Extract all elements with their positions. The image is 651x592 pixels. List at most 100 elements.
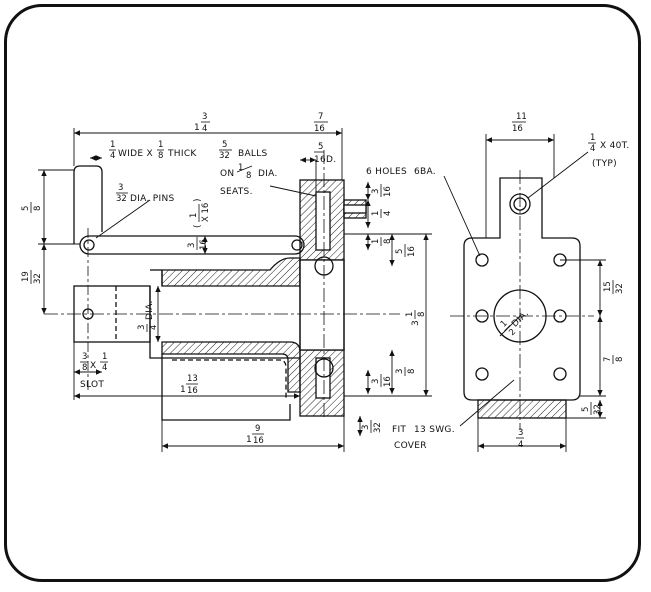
bolt-hole-5 xyxy=(475,367,489,381)
note-thick: THICK xyxy=(167,149,197,159)
svg-text:1: 1 xyxy=(499,319,510,330)
svg-text:7: 7 xyxy=(318,112,323,122)
svg-text:32: 32 xyxy=(593,404,603,415)
svg-text:16: 16 xyxy=(314,124,325,134)
svg-text:8: 8 xyxy=(407,369,417,374)
lever-pin-left xyxy=(83,239,95,251)
bolt-hole-1 xyxy=(475,253,489,267)
note-6ba: 6BA. xyxy=(414,167,436,177)
body-top-hatch xyxy=(161,257,301,287)
svg-text:4: 4 xyxy=(202,124,207,134)
svg-text:5: 5 xyxy=(318,142,323,152)
note-bore-dia: DIA. xyxy=(145,300,155,320)
svg-text:3: 3 xyxy=(82,352,87,362)
svg-text:2: 2 xyxy=(507,327,518,338)
svg-text:3: 3 xyxy=(137,325,147,330)
svg-text:3: 3 xyxy=(371,189,381,194)
svg-text:3: 3 xyxy=(371,379,381,384)
svg-text:13: 13 xyxy=(187,374,198,384)
svg-text:): ) xyxy=(193,198,203,202)
svg-text:4: 4 xyxy=(149,325,159,330)
body-bottom-hatch xyxy=(161,341,301,393)
svg-text:9: 9 xyxy=(255,424,260,434)
svg-text:5: 5 xyxy=(395,249,405,254)
side-base xyxy=(477,399,567,419)
svg-text:16: 16 xyxy=(383,376,393,387)
svg-text:7: 7 xyxy=(603,357,613,362)
svg-text:1: 1 xyxy=(110,140,115,150)
svg-text:32: 32 xyxy=(33,273,43,284)
pin-rod xyxy=(73,165,103,244)
note-dia: DIA. xyxy=(258,169,278,179)
svg-text:1: 1 xyxy=(158,140,163,150)
note-six-holes: 6 HOLES xyxy=(366,167,407,177)
svg-text:8: 8 xyxy=(33,206,43,211)
svg-text:16: 16 xyxy=(512,124,523,134)
svg-text:11: 11 xyxy=(516,112,527,122)
note-on: ON xyxy=(220,169,234,179)
svg-text:1: 1 xyxy=(246,435,252,445)
side-view xyxy=(450,170,594,430)
svg-text:3: 3 xyxy=(202,112,207,122)
svg-text:8: 8 xyxy=(158,151,163,161)
side-plate xyxy=(463,177,581,401)
svg-text:4: 4 xyxy=(383,211,393,216)
svg-text:8: 8 xyxy=(615,357,625,362)
svg-text:19: 19 xyxy=(21,271,31,282)
svg-text:1: 1 xyxy=(405,312,415,317)
bolt-hole-6 xyxy=(553,367,567,381)
note-slot: SLOT xyxy=(80,380,104,390)
svg-text:8: 8 xyxy=(383,239,393,244)
svg-text:16: 16 xyxy=(187,386,198,396)
svg-text:5: 5 xyxy=(222,140,227,150)
note-typ: (TYP) xyxy=(592,159,617,169)
note-seats: SEATS. xyxy=(220,187,253,197)
svg-text:8: 8 xyxy=(417,312,427,317)
side-dimensions xyxy=(443,134,606,452)
svg-text:4: 4 xyxy=(518,440,523,450)
svg-text:5: 5 xyxy=(581,407,591,412)
svg-text:1: 1 xyxy=(238,163,243,173)
svg-text:1: 1 xyxy=(371,239,381,244)
note-cover: COVER xyxy=(394,441,427,451)
svg-text:3: 3 xyxy=(411,320,421,326)
svg-text:32: 32 xyxy=(615,283,625,294)
svg-text:3: 3 xyxy=(118,183,123,193)
svg-text:X 16: X 16 xyxy=(201,203,211,222)
svg-text:8: 8 xyxy=(82,363,87,373)
section-view xyxy=(44,150,400,421)
note-swg: 13 SWG. xyxy=(414,425,455,435)
svg-text:3: 3 xyxy=(187,243,197,248)
svg-text:3: 3 xyxy=(395,369,405,374)
svg-text:8: 8 xyxy=(246,171,251,181)
dim-overall-whole: 1 xyxy=(194,123,200,133)
note-fit: FIT xyxy=(392,425,406,435)
svg-text:32: 32 xyxy=(116,194,127,204)
svg-text:4: 4 xyxy=(590,144,595,154)
note-x40t: X 40T. xyxy=(600,141,630,151)
svg-text:4: 4 xyxy=(110,151,115,161)
svg-text:1: 1 xyxy=(590,133,595,143)
section-dimensions xyxy=(38,128,432,452)
svg-text:4: 4 xyxy=(102,363,107,373)
svg-text:1: 1 xyxy=(189,213,199,218)
svg-text:32: 32 xyxy=(219,151,230,161)
svg-text:16: 16 xyxy=(407,246,417,257)
svg-text:(: ( xyxy=(193,224,203,228)
svg-text:X: X xyxy=(90,361,96,371)
svg-text:16: 16 xyxy=(253,436,264,446)
svg-text:5: 5 xyxy=(21,206,31,211)
svg-text:16: 16 xyxy=(199,239,209,250)
note-wide: WIDE X xyxy=(118,149,153,159)
svg-text:15: 15 xyxy=(603,281,613,292)
note-16d: 16D. xyxy=(314,155,336,165)
note-dia-pins: DIA. PINS xyxy=(130,194,175,204)
svg-text:16: 16 xyxy=(383,186,393,197)
note-half-dia: DIA. xyxy=(510,309,531,330)
svg-text:3: 3 xyxy=(361,425,371,430)
note-balls: BALLS xyxy=(238,149,268,159)
svg-text:32: 32 xyxy=(373,422,383,433)
svg-text:1: 1 xyxy=(371,211,381,216)
svg-text:1: 1 xyxy=(180,385,186,395)
